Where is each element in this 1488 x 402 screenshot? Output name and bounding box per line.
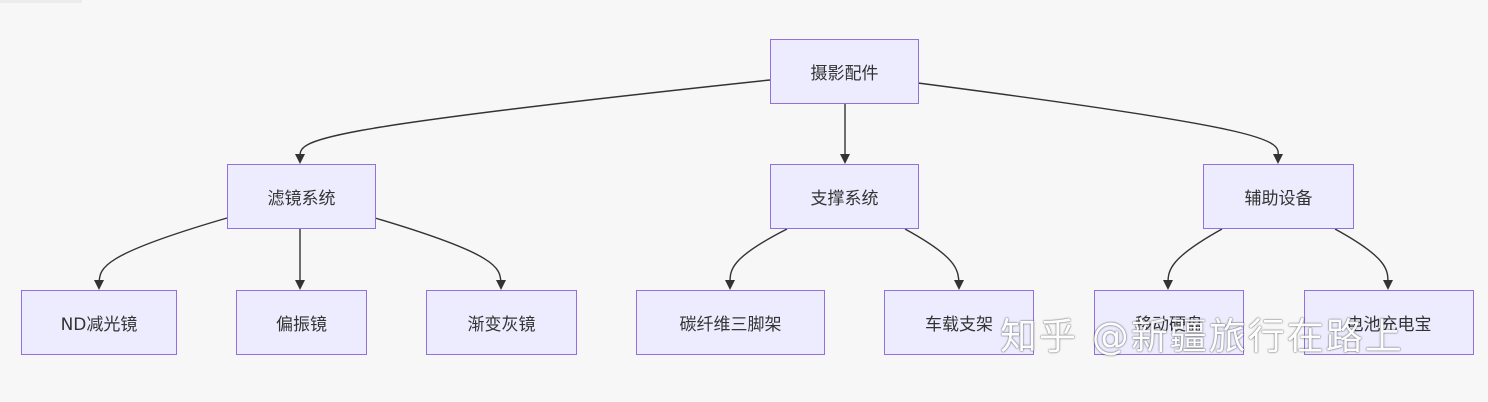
edge-support-car xyxy=(904,228,960,284)
corner-tab xyxy=(0,0,82,3)
edge-root-aux xyxy=(917,82,1279,158)
edge-aux-drive xyxy=(1167,228,1223,284)
node-root: 摄影配件 xyxy=(770,39,919,104)
edge-aux-powerbank xyxy=(1334,228,1389,284)
edge-support-tripod xyxy=(729,228,788,284)
arrow-aux-drive xyxy=(1163,280,1173,290)
node-car-mount: 车载支架 xyxy=(884,290,1034,355)
node-gnd-filter: 渐变灰镜 xyxy=(426,290,577,355)
watermark: 知乎 @新疆旅行在路上 xyxy=(1000,315,1404,358)
node-support-system: 支撑系统 xyxy=(770,164,919,229)
arrow-filter-nd xyxy=(94,280,104,290)
arrow-root-filter xyxy=(295,154,305,164)
node-power-bank: 电池充电宝 xyxy=(1304,290,1474,355)
node-polarizer: 偏振镜 xyxy=(236,290,367,355)
arrow-root-aux xyxy=(1273,154,1283,164)
arrow-root-support xyxy=(840,154,850,164)
edge-root-filter xyxy=(299,79,771,158)
arrow-aux-powerbank xyxy=(1383,280,1393,290)
node-aux-equipment: 辅助设备 xyxy=(1203,164,1354,229)
node-carbon-tripod: 碳纤维三脚架 xyxy=(636,290,825,355)
arrow-filter-polarizer xyxy=(295,280,305,290)
node-portable-drive: 移动硬盘 xyxy=(1094,290,1244,355)
node-filter-system: 滤镜系统 xyxy=(227,164,376,229)
node-nd-filter: ND减光镜 xyxy=(21,290,177,355)
edge-filter-gnd xyxy=(374,217,502,284)
edge-filter-nd xyxy=(98,217,228,284)
arrow-filter-gnd xyxy=(496,280,506,290)
arrow-support-tripod xyxy=(725,280,735,290)
arrow-support-car xyxy=(954,280,964,290)
